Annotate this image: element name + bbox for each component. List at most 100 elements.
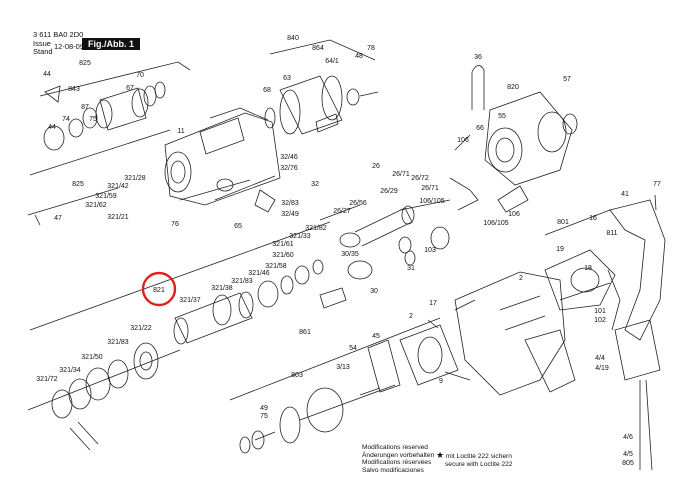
part-callout: 825 (72, 181, 84, 188)
part-callout: 78 (367, 45, 375, 52)
part-callout: 41 (621, 191, 629, 198)
part-callout: 811 (606, 230, 617, 237)
part-callout: 32 (311, 181, 319, 188)
modifications-note: Modifications reserved Änderungen vorbeh… (362, 444, 434, 474)
part-callout: 11 (177, 128, 184, 135)
part-callout: 801 (557, 219, 569, 226)
part-callout: 54 (349, 345, 357, 352)
part-callout: 75 (260, 413, 268, 420)
part-number: 3 611 BA0 2D0 (33, 30, 84, 39)
part-callout: 67 (126, 85, 134, 92)
intermediate-shaft-group (254, 189, 450, 280)
part-callout: 321/60 (272, 252, 294, 259)
part-callout: 26 (372, 163, 380, 170)
loctite-line-en: secure with Loctite 222 (445, 460, 513, 468)
part-callout: 321/42 (107, 183, 129, 190)
motor-housing (454, 249, 616, 396)
part-callout: 321/34 (59, 367, 81, 374)
part-callout: 101 (594, 308, 606, 315)
part-callout: 321/83 (107, 339, 129, 346)
part-callout: 31 (407, 265, 415, 272)
part-callout: 843 (68, 86, 80, 93)
part-callout: 26/71 (392, 171, 410, 178)
loctite-note: ★ mit Loctite 222 sichern secure with Lo… (436, 451, 513, 468)
part-callout: 321/22 (130, 325, 152, 332)
part-callout: 30/35 (341, 251, 359, 258)
part-callout: 66 (476, 125, 484, 132)
part-callout: 106/105 (483, 220, 508, 227)
part-callout: 18 (584, 265, 592, 272)
field-stator (399, 299, 476, 386)
part-callout: 64/1 (325, 58, 339, 65)
part-callout: 840 (287, 35, 299, 42)
part-callout: 4/4 (595, 355, 605, 362)
part-callout: 821 (153, 287, 165, 294)
part-callout: 321/72 (36, 376, 58, 383)
part-callout: 825 (79, 60, 91, 67)
part-callout: 3/13 (336, 364, 350, 371)
part-callout: 16 (589, 215, 597, 222)
part-callout: 45 (372, 333, 380, 340)
part-callout: 106 (508, 211, 520, 218)
part-callout: 19 (556, 246, 564, 253)
hammer-tube-assembly (51, 259, 347, 451)
part-callout: 17 (429, 300, 437, 307)
part-callout: 47 (54, 215, 62, 222)
stand-label: Stand (33, 47, 53, 56)
part-callout: 36 (474, 54, 482, 61)
bracket-825 (39, 61, 191, 97)
part-callout: 48 (355, 53, 363, 60)
part-callout: 32/46 (280, 154, 298, 161)
part-callout: 803 (291, 372, 303, 379)
part-callout: 74 (62, 116, 70, 123)
part-callout: 321/37 (179, 297, 201, 304)
loctite-line-de: mit Loctite 222 sichern (445, 453, 512, 460)
issue-date: 12-08-09 (54, 42, 85, 51)
part-callout: 321/62 (85, 202, 107, 209)
part-callout: 2 (519, 275, 523, 282)
rear-handle (607, 194, 666, 471)
part-callout: 65 (234, 223, 242, 230)
tool-holder-assembly (43, 81, 166, 151)
gear-housing (164, 107, 281, 206)
part-callout: 864 (312, 45, 324, 52)
bracket-840 (269, 39, 376, 61)
figure-tag: Fig./Abb. 1 (82, 38, 140, 50)
armature (239, 339, 401, 454)
part-callout: 63 (283, 75, 291, 82)
part-callout: 321/28 (124, 175, 146, 182)
part-callout: 4/19 (595, 365, 609, 372)
modifications-line: Salvo modificaciones (362, 466, 424, 474)
issue-label: Issue (33, 39, 51, 48)
modifications-line: Modifications reserved (362, 444, 428, 451)
part-callout: 4/5 (623, 451, 633, 458)
part-callout: 44 (43, 71, 51, 78)
part-callout: 106 (457, 137, 469, 144)
part-callout: 32/83 (281, 200, 299, 207)
part-callout: 321/82 (305, 225, 327, 232)
part-callout: 321/58 (265, 263, 287, 270)
part-callout: 321/50 (81, 354, 103, 361)
part-callout: 9 (439, 378, 443, 385)
part-callout: 321/59 (95, 193, 117, 200)
part-callout: 321/38 (211, 285, 233, 292)
motor-gear-housing (449, 65, 578, 213)
part-callout: 321/33 (289, 233, 311, 240)
part-callout: 321/46 (248, 270, 270, 277)
modifications-line: Modifications réservées (362, 459, 432, 467)
part-callout: 26/71 (421, 185, 439, 192)
modifications-line: Änderungen vorbehalten (362, 451, 435, 459)
part-callout: 26/72 (411, 175, 429, 182)
part-callout: 44 (48, 124, 56, 131)
part-callout: 805 (622, 460, 634, 467)
part-callout: 102 (594, 317, 606, 324)
part-callout: 57 (563, 76, 571, 83)
part-callout: 2 (409, 313, 413, 320)
part-callout: 55 (498, 113, 506, 120)
part-callout: 26/29 (380, 188, 398, 195)
part-callout: 32/49 (281, 211, 299, 218)
part-callout: 26/27 (333, 208, 351, 215)
part-callout: 321/61 (272, 241, 294, 248)
